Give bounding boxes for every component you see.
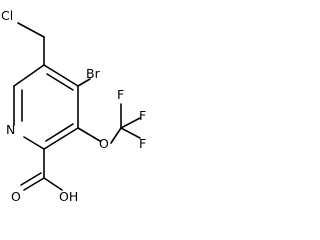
atom-label-f-right-lower: F bbox=[139, 136, 146, 151]
bond-c3-c2-inner bbox=[45, 123, 74, 142]
bond-c3-c2 bbox=[43, 127, 79, 150]
bond-cf3-f-right-lower bbox=[120, 127, 141, 139]
atom-label-f-top: F bbox=[117, 87, 124, 102]
atom-label-n: N bbox=[6, 122, 15, 137]
bond-c3-o-ether bbox=[77, 127, 101, 142]
bond-cf3-f-right-upper bbox=[120, 117, 141, 129]
bond-c5-c4 bbox=[43, 64, 79, 87]
bond-cooh-o-carbonyl bbox=[23, 177, 45, 191]
bond-lines bbox=[13, 22, 141, 191]
bond-c6-c5 bbox=[13, 64, 45, 87]
atom-label-o-carbonyl: O bbox=[11, 189, 21, 204]
chemical-structure-diagram: Cl Br N O F F F O OH bbox=[1, 8, 146, 204]
bond-c4-c4-inner bbox=[46, 73, 74, 91]
atom-labels: Cl Br N O F F F O OH bbox=[1, 8, 146, 204]
bond-o-ether-cf3 bbox=[110, 127, 122, 144]
atom-label-f-right-upper: F bbox=[139, 108, 146, 123]
bond-cooh-oh bbox=[43, 177, 63, 191]
atom-label-br: Br bbox=[86, 66, 101, 81]
atom-label-oh: OH bbox=[59, 189, 78, 204]
atom-label-o-ether: O bbox=[99, 136, 109, 151]
bond-c4-br bbox=[77, 78, 91, 87]
bond-cl-ch2 bbox=[17, 22, 45, 38]
bond-cooh-o-carbonyl-inner bbox=[20, 172, 42, 186]
atom-label-cl: Cl bbox=[1, 8, 13, 23]
bond-c2-n bbox=[23, 136, 45, 150]
